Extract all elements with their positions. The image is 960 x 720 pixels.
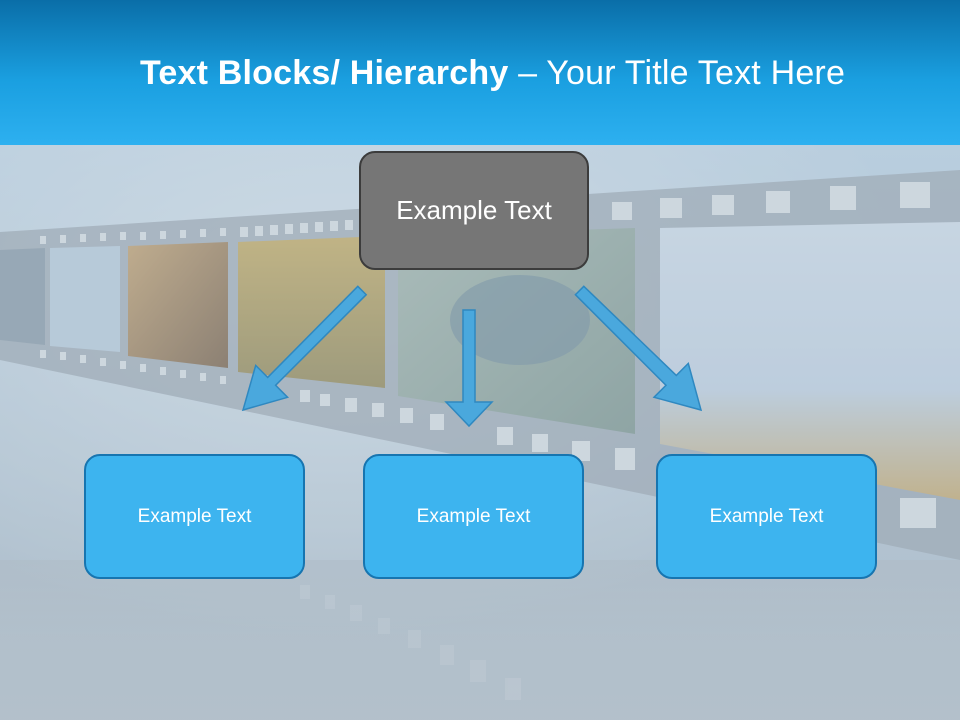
child-box-right-text: Example Text (709, 505, 824, 527)
child-box-center: Example Text (363, 454, 584, 579)
arrow-left (241, 285, 368, 412)
title-dash: – (508, 54, 547, 92)
arrow-center (444, 309, 494, 428)
child-box-center-text: Example Text (416, 505, 531, 527)
title-bold: Text Blocks/ Hierarchy (139, 54, 509, 92)
child-box-left: Example Text (84, 454, 305, 579)
child-box-right: Example Text (656, 454, 877, 579)
arrow-right (574, 285, 703, 412)
child-box-left-text: Example Text (137, 505, 252, 527)
top-level-box-text: Example Text (396, 195, 552, 225)
title-rest: Your Title Text Here (546, 54, 846, 92)
slide-title: Text Blocks/ Hierarchy – Your Title Text… (0, 54, 960, 93)
top-level-box: Example Text (359, 151, 589, 270)
title-bar (0, 0, 960, 145)
